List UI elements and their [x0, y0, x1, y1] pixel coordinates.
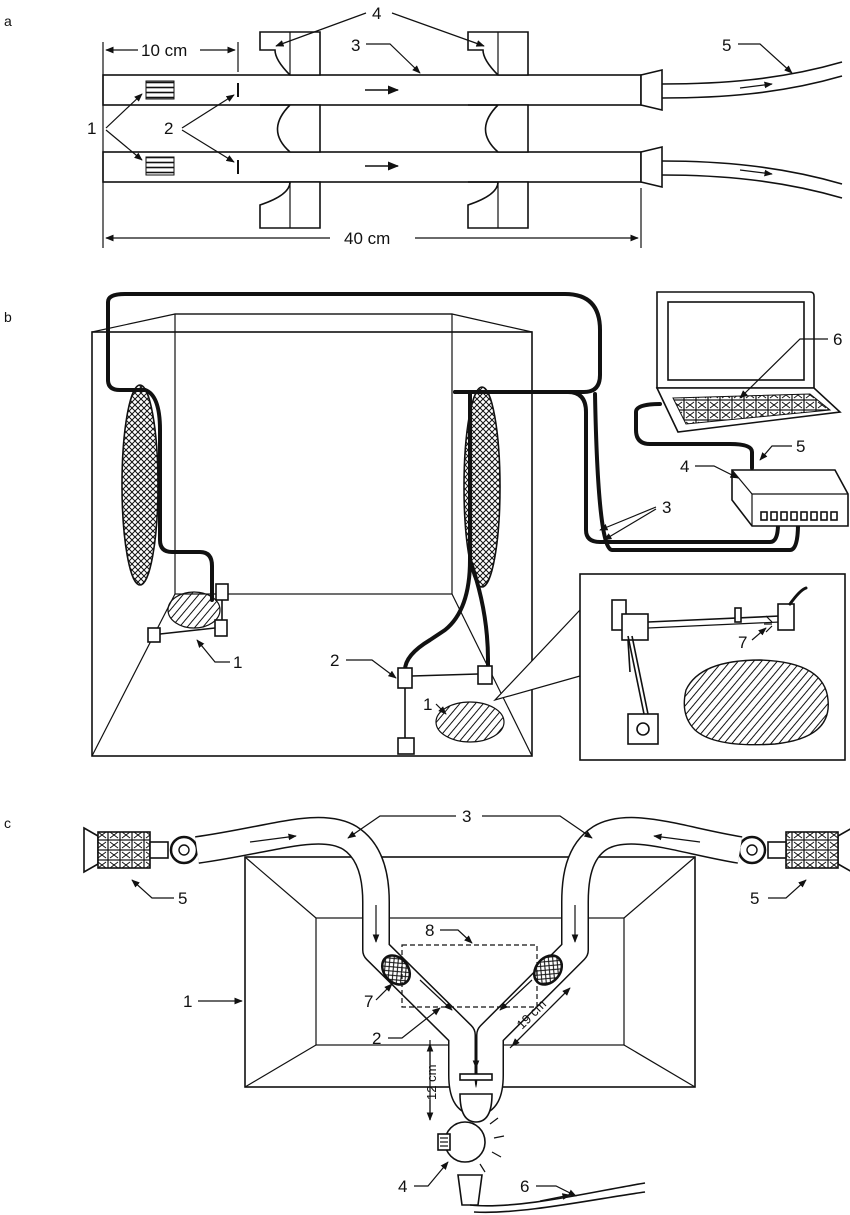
- callout-b-5: 5: [796, 437, 805, 456]
- callout-a-1: 1: [87, 119, 96, 138]
- callout-b-2: 2: [330, 651, 339, 670]
- callout-b-3: 3: [662, 498, 671, 517]
- dim-long-label: 40 cm: [344, 229, 390, 248]
- panel-b: b: [4, 291, 849, 761]
- panel-b-letter: b: [4, 309, 12, 325]
- cable-to-logger-2: [593, 392, 800, 552]
- laptop-keyboard: [672, 393, 832, 425]
- callout-a-2: 2: [164, 119, 173, 138]
- clamp-right: [467, 31, 529, 229]
- outlet-tube: [457, 1174, 646, 1214]
- odor-source-left: [83, 826, 199, 874]
- panel-c: c: [4, 807, 850, 1214]
- y-tube: [195, 816, 743, 1123]
- dim-short-label: 10 cm: [141, 41, 187, 60]
- cable-right-sensor: [403, 390, 473, 672]
- callout-a-4: 4: [372, 4, 381, 23]
- panel-c-letter: c: [4, 815, 11, 831]
- data-logger: [731, 469, 849, 527]
- mesh-window-right: [463, 386, 501, 588]
- cable-overhead: [106, 292, 602, 394]
- hose-upper-b: [661, 75, 843, 99]
- callout-b-7: 7: [738, 633, 747, 652]
- hose-upper-a: [661, 61, 843, 85]
- callout-c-5-right: 5: [750, 889, 759, 908]
- hose-lower-a: [661, 160, 843, 185]
- cable-right-sensor-2: [468, 558, 490, 674]
- chamber-box: [91, 313, 533, 757]
- grid-insert-upper: [145, 80, 175, 100]
- panel-a-letter: a: [4, 13, 12, 29]
- laptop: [655, 291, 842, 433]
- callout-b-6: 6: [833, 330, 842, 349]
- cable-logger-laptop: [634, 402, 754, 470]
- sensor-rig-left: [147, 583, 229, 643]
- observation-zone: [401, 944, 538, 1008]
- callout-b-4: 4: [680, 457, 689, 476]
- callout-b-1-right: 1: [423, 695, 432, 714]
- tube-lower: [102, 151, 642, 183]
- callout-a-3: 3: [351, 36, 360, 55]
- logger-ports: [760, 511, 838, 521]
- callout-c-1: 1: [183, 992, 192, 1011]
- callout-b-1-left: 1: [233, 653, 242, 672]
- callout-c-5-left: 5: [178, 889, 187, 908]
- light-bulb: [437, 1117, 505, 1173]
- mesh-window-left: [121, 384, 159, 586]
- dim-vertical-label: 12 cm: [424, 1065, 439, 1100]
- inset-sensor: [611, 586, 808, 745]
- grid-insert-lower: [145, 156, 175, 176]
- hose-arrow-upper: [739, 81, 773, 89]
- callout-c-4: 4: [398, 1177, 407, 1196]
- sensor-rig-right: [397, 665, 505, 755]
- inset-substrate: [683, 659, 829, 746]
- callout-c-6: 6: [520, 1177, 529, 1196]
- clamp-left: [259, 31, 321, 229]
- cable-to-logger: [508, 390, 780, 544]
- screen-right: [532, 954, 564, 986]
- screen-left: [380, 954, 412, 986]
- panel-a: a: [4, 4, 843, 248]
- hose-arrow-lower: [739, 169, 773, 177]
- odor-source-right: [737, 828, 850, 872]
- hose-lower-b: [661, 174, 843, 199]
- cable-left-sensor: [143, 388, 214, 602]
- substrate-right: [435, 701, 505, 743]
- substrate-left: [167, 591, 221, 629]
- callout-c-2: 2: [372, 1029, 381, 1048]
- callout-a-5: 5: [722, 36, 731, 55]
- callout-c-7: 7: [364, 992, 373, 1011]
- tube-upper-connector: [640, 68, 663, 112]
- tube-lower-connector: [640, 145, 663, 189]
- callout-c-3: 3: [462, 807, 471, 826]
- callout-c-8: 8: [425, 921, 434, 940]
